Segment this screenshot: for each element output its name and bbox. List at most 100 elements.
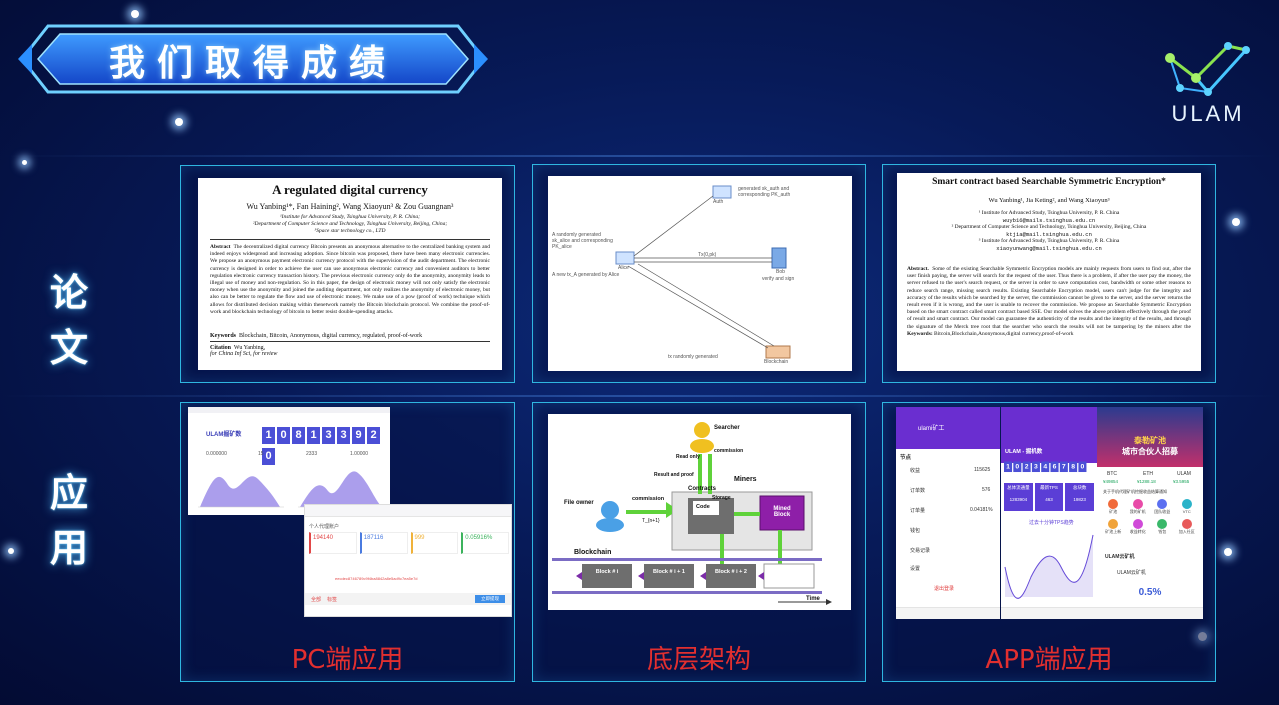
phone1-menu-item[interactable]: 交易记录: [910, 548, 931, 554]
convert-icon: [1132, 519, 1143, 529]
sparkle: [1224, 548, 1232, 556]
abstract-label: Abstract: [210, 244, 231, 250]
sparkle: [175, 118, 183, 126]
arch-time: Time: [806, 596, 820, 602]
fig-note: A new tx_A generated by Alice: [552, 272, 620, 278]
arch-read-only: Read only: [676, 454, 700, 460]
counter-digit: 0: [1013, 461, 1022, 473]
grid-label: 矿池: [1109, 509, 1118, 514]
phone-screen-profile: ulami矿工 节点 收益 115625 订单数 576 订单量 0.04181…: [896, 407, 1000, 619]
phone2-tab[interactable]: 总块数 19823: [1065, 483, 1095, 511]
keywords-label: Keywords:: [907, 331, 933, 337]
phone3-grid-item[interactable]: 钱包: [1150, 519, 1175, 535]
paper-abstract: Abstract. Some of the existing Searchabl…: [907, 266, 1191, 330]
fig-note: A randomly generated sk_alice and corres…: [552, 232, 613, 250]
abstract-label: Abstract.: [907, 266, 929, 272]
row-label-papers: 论文: [50, 271, 103, 370]
paper-thumbnail: Smart contract based Searchable Symmetri…: [897, 173, 1201, 371]
phone3-grid-item[interactable]: 矿池上新: [1101, 519, 1126, 535]
arch-code: Code: [696, 504, 710, 510]
paper-email: wuyb16@mails.tsinghua.edu.cn: [1002, 217, 1096, 224]
phone1-value: 576: [982, 487, 991, 493]
pc-stat: 1.00000: [350, 451, 369, 457]
citation-text: Wu Yanbing,: [233, 345, 266, 351]
pc-screenshot-account: 个人代理账户 194140 187116 999 0.05916% eecdec…: [304, 504, 512, 617]
keywords-label: Keywords: [210, 333, 236, 339]
phone3-notice[interactable]: 关于手机代理矿机挖掘收益结算通知: [1103, 489, 1167, 494]
phone3-grid-item[interactable]: 加入社区: [1175, 519, 1200, 535]
phone3-col: ETH: [1143, 471, 1153, 477]
phone3-grid-item[interactable]: 矿池: [1101, 499, 1126, 515]
phone3-grid-item[interactable]: 团队收益: [1150, 499, 1175, 515]
tab-value: 19823: [1073, 497, 1086, 502]
arch-contracts: Contracts: [688, 486, 717, 492]
phone3-banner-sub: 城市合伙人招募: [1122, 447, 1178, 456]
machine-icon: [1132, 499, 1143, 509]
phone1-menu-item[interactable]: 设置: [910, 566, 921, 572]
pc-stat: 0.000000: [206, 451, 227, 457]
arch-mined-block: Mined Block: [773, 506, 791, 518]
phone3-col: BTC: [1107, 471, 1117, 477]
account-stat: 999: [410, 532, 459, 554]
keywords-text: Blockchain, Bitcoin, Anonymous, digital …: [239, 333, 423, 339]
phone3-grid-item[interactable]: 我的矿机: [1126, 499, 1151, 515]
fig-label-auth: Auth: [713, 199, 724, 205]
phone3-icon-grid: 矿池 我的矿机 团队收益 VTC 矿池上新 收益转化 钱包 加入社区: [1101, 499, 1199, 535]
paper-panel-1[interactable]: A regulated digital currency Wu Yanbing¹…: [180, 165, 515, 383]
counter-digit: 3: [1031, 461, 1040, 473]
counter-digit: 9: [352, 427, 365, 444]
paper-thumbnail: A regulated digital currency Wu Yanbing¹…: [198, 178, 502, 370]
withdraw-button[interactable]: 立即提现: [475, 595, 505, 603]
logout-button[interactable]: 退出登录: [934, 586, 955, 592]
ulam-logo-icon: [1165, 42, 1250, 96]
account-stat: 187116: [359, 532, 408, 554]
grid-label: VTC: [1182, 509, 1191, 514]
architecture-diagram: Searcher Miners Contracts Storage Code M…: [548, 414, 851, 610]
app-panel-mobile[interactable]: ulami矿工 节点 收益 115625 订单数 576 订单量 0.04181…: [882, 402, 1216, 682]
phone1-menu-item[interactable]: 节点: [900, 455, 912, 461]
phone2-line-chart: [1004, 534, 1094, 599]
sparkle: [22, 160, 27, 165]
tab-value: 1283904: [1009, 497, 1028, 502]
account-hash: eecdec8746789c9f4ba8842a8e5ad9c7ea5e7d: [335, 576, 418, 581]
architecture-graphics: [552, 422, 832, 605]
decor-line: [0, 155, 1279, 157]
app-panel-architecture[interactable]: Searcher Miners Contracts Storage Code M…: [532, 402, 866, 682]
decor-line: [0, 395, 1279, 397]
paper-keywords: Keywords: Bitcoin,Blockchain,Anonymous,d…: [907, 331, 1191, 337]
phone1-menu-item[interactable]: 钱包: [910, 528, 921, 534]
grid-label: 我的矿机: [1129, 509, 1146, 514]
panel-caption: 底层架构: [646, 645, 751, 675]
fig-note: tx randomly generated: [668, 354, 718, 360]
arch-file-owner: File owner: [564, 500, 594, 506]
phone2-link[interactable]: 过去十分钟TPS趋势: [1029, 520, 1074, 526]
tab-label: 总块数: [1072, 485, 1087, 490]
phone3-section-title: ULAM云矿机: [1105, 554, 1135, 560]
phone1-menu-item[interactable]: 订单数: [910, 488, 926, 494]
paper-panel-2[interactable]: Auth Alice Bob Blockchain generated sk_a…: [532, 164, 866, 383]
phone3-grid-item[interactable]: VTC: [1175, 499, 1200, 515]
sparkle: [1232, 218, 1240, 226]
phone3-price: ¥49854: [1103, 479, 1119, 484]
account-stats: 194140 187116 999 0.05916%: [309, 532, 509, 554]
grid-label: 收益转化: [1129, 529, 1146, 534]
grid-label: 钱包: [1158, 529, 1167, 534]
phone3-grid-item[interactable]: 收益转化: [1126, 519, 1151, 535]
phone-screen-home: 泰勒矿池 城市合伙人招募 BTC ETH ULAM ¥49854 ¥1288.1…: [1097, 407, 1203, 619]
arch-result-proof: Result and proof: [654, 472, 694, 478]
phone1-menu-item[interactable]: 订单量: [910, 508, 926, 514]
paper-panel-3[interactable]: Smart contract based Searchable Symmetri…: [882, 164, 1216, 383]
paper-affiliation: ¹ Institute for Advanced Study, Tsinghua…: [978, 210, 1120, 216]
phone1-menu-item[interactable]: 收益: [910, 468, 921, 474]
citation-label: Citation: [210, 345, 231, 351]
phone2-title: ULAM - 掘机数: [1005, 449, 1043, 455]
paper-citation-note: for China Inf Sci, for review: [210, 351, 278, 357]
account-tag: 标签: [327, 597, 338, 603]
counter-digit: 8: [292, 427, 305, 444]
